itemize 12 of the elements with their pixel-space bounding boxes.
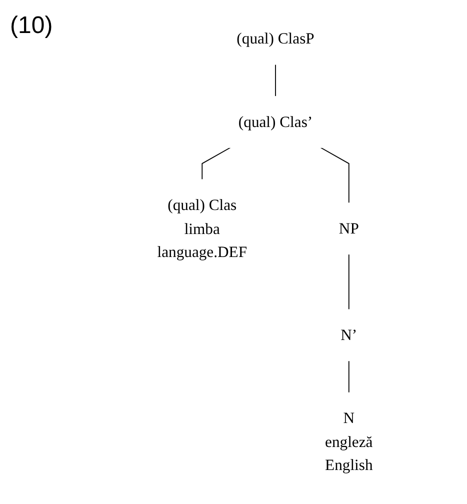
node-text: (qual) Clas limba language.DEF bbox=[157, 196, 248, 260]
node-text: N’ bbox=[340, 326, 358, 344]
node-text: (qual) ClasP bbox=[236, 30, 314, 48]
connector bbox=[348, 360, 350, 394]
node-text: (qual) Clas’ bbox=[238, 113, 313, 130]
connector bbox=[275, 64, 276, 97]
node-text: NP bbox=[338, 220, 359, 238]
connector bbox=[202, 147, 231, 180]
connector bbox=[320, 147, 350, 204]
connector bbox=[348, 254, 350, 310]
example-number: (10) bbox=[10, 12, 53, 40]
node-text: N engleză English bbox=[325, 409, 373, 474]
